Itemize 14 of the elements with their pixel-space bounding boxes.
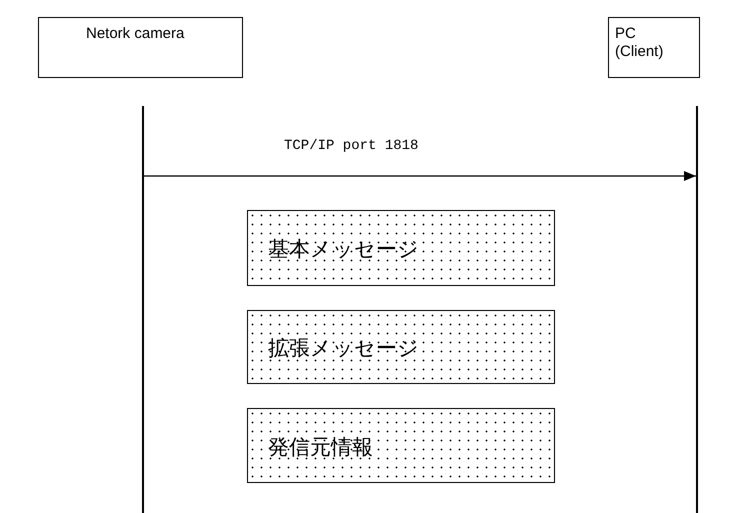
participant-label: PC (Client) [615,25,664,61]
participant-label: Netork camera [86,25,184,43]
message-box [247,408,555,483]
message-box [247,310,555,384]
lifeline [142,106,144,513]
lifeline [696,106,698,513]
edge-label: TCP/IP port 1818 [282,138,420,154]
participant-box [608,17,700,78]
participant-box [38,17,243,78]
message-label: 発信元情報 [268,434,373,460]
message-arrow [144,171,696,181]
message-label: 基本メッセージ [268,236,419,262]
message-label: 拡張メッセージ [268,335,419,361]
message-box [247,210,555,286]
